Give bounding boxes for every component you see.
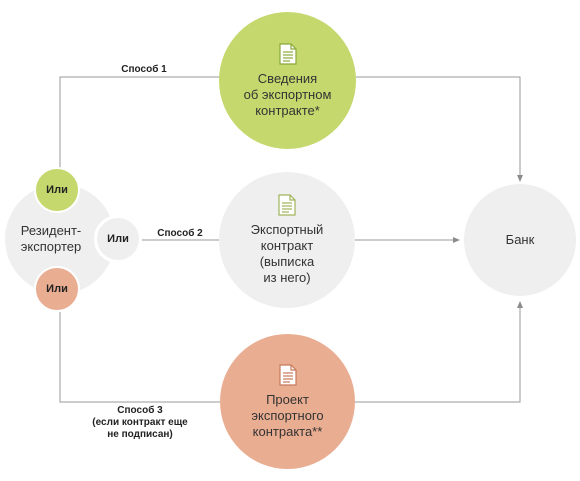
- method1-label: Способ 1: [121, 64, 167, 75]
- or-badge-bottom: Или: [34, 266, 80, 312]
- or-badge-top: Или: [34, 167, 80, 213]
- or-badge-top-label: Или: [46, 184, 68, 196]
- draft-export-contract-node: Проект экспортного контракта**: [220, 334, 355, 469]
- export-contract-node: Экспортный контракт (выписка из него): [219, 172, 355, 308]
- resident-exporter-label: Резидент- экспортер: [20, 223, 82, 254]
- method1-path-right: [356, 76, 523, 182]
- export-contract-info-node: Сведения об экспортном контракте*: [219, 12, 356, 149]
- bank-node: Банк: [464, 184, 576, 296]
- or-badge-middle: Или: [94, 215, 142, 263]
- method2-label: Способ 2: [157, 228, 203, 239]
- document-icon: [278, 363, 297, 386]
- draft-export-contract-label: Проект экспортного контракта**: [251, 391, 324, 439]
- or-badge-bottom-label: Или: [46, 283, 68, 295]
- document-icon: [278, 194, 296, 216]
- export-contract-label: Экспортный контракт (выписка из него): [250, 222, 324, 285]
- method3-path-left: [59, 312, 220, 403]
- bank-label: Банк: [505, 232, 535, 247]
- or-badge-middle-label: Или: [107, 233, 129, 245]
- method3-label: Способ 3 (если контракт еще не подписан): [92, 405, 188, 440]
- export-contract-info-label: Сведения об экспортном контракте*: [243, 70, 332, 118]
- method3-path-right: [355, 301, 523, 403]
- document-icon: [278, 42, 297, 65]
- method1-path-left: [59, 76, 220, 170]
